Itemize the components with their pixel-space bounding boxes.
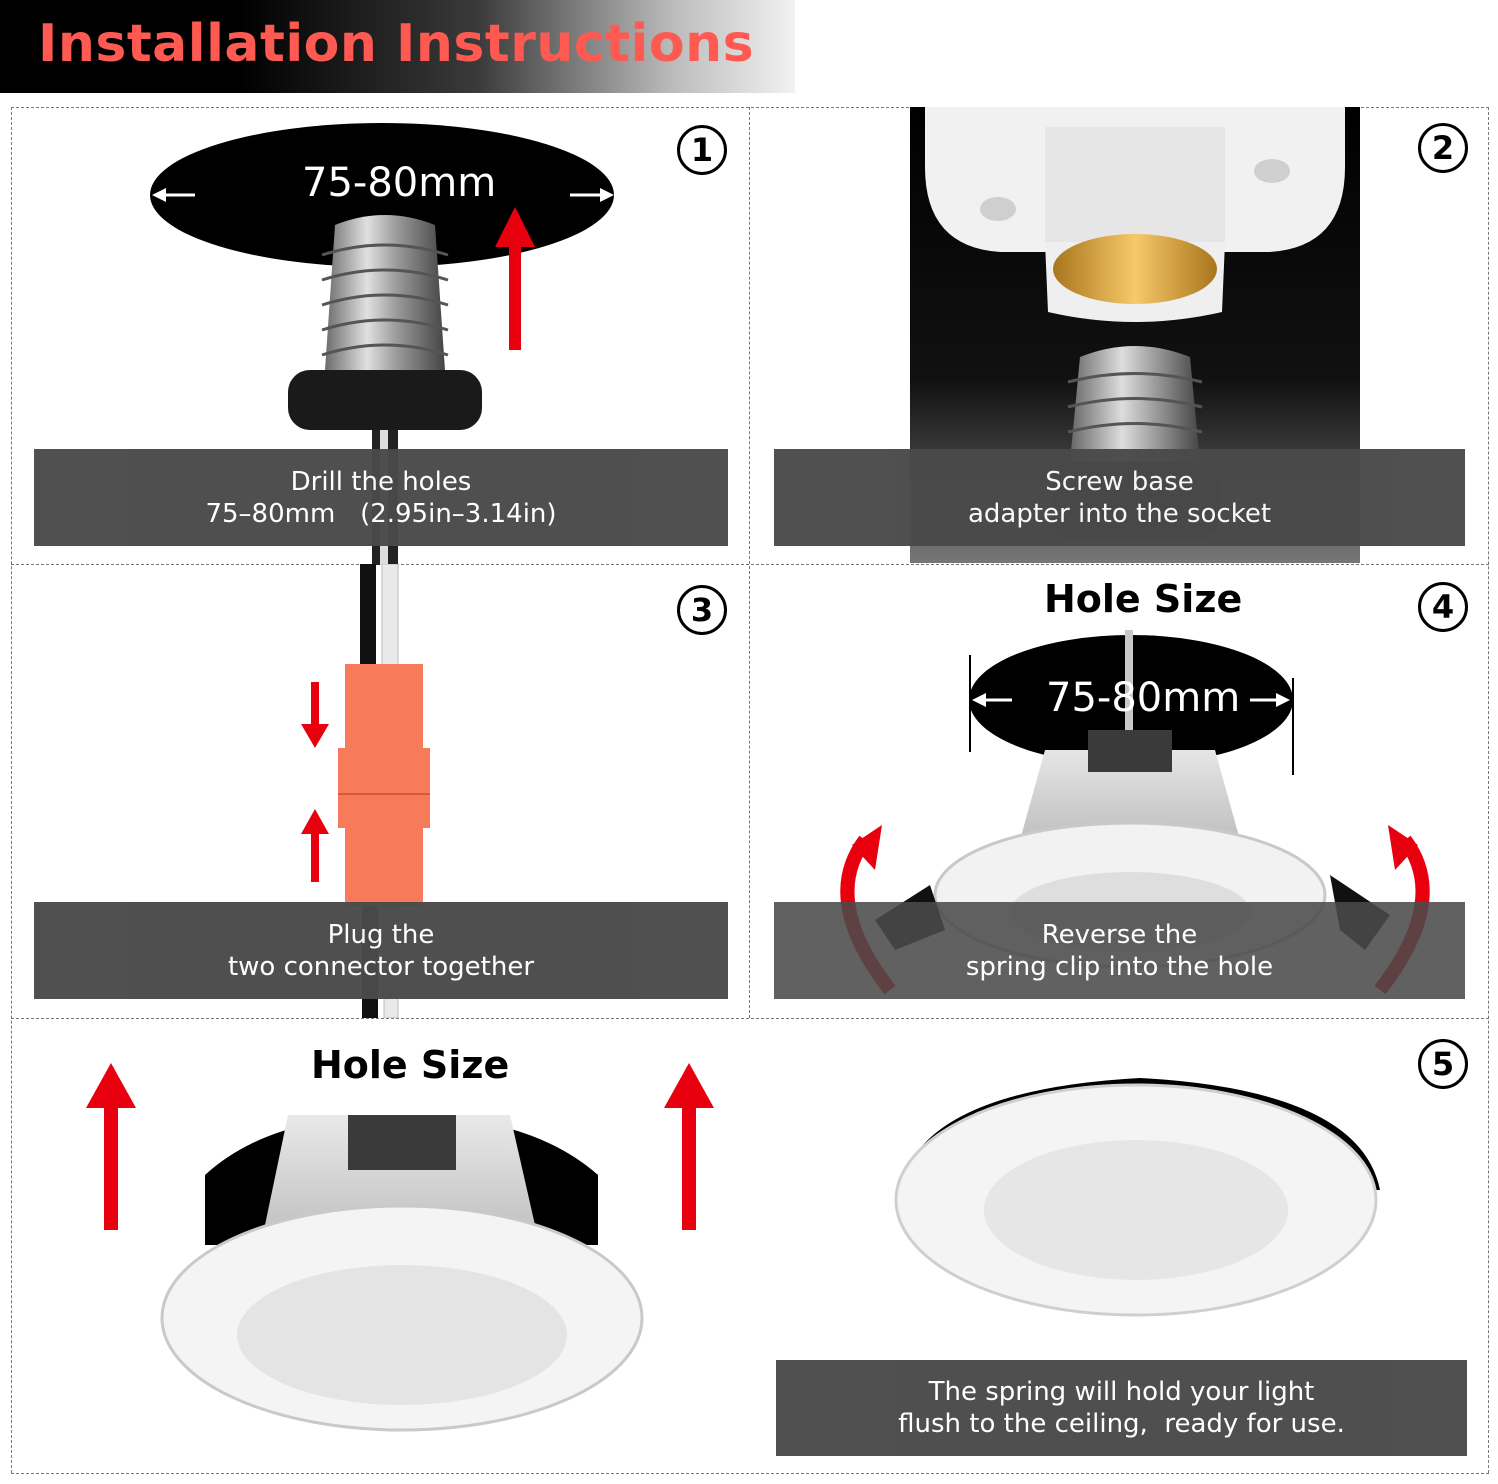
- grid-line: [11, 107, 1489, 108]
- connector-icon: [338, 664, 430, 906]
- socket-icon: [925, 107, 1345, 322]
- step2-number-badge: 2: [1418, 123, 1468, 173]
- red-arrow-up-icon: [495, 207, 535, 350]
- arrow-left-icon: [972, 693, 1012, 707]
- step4-dimension-label: 75-80mm: [1046, 675, 1241, 721]
- step4-caption-line2: spring clip into the hole: [965, 951, 1274, 982]
- header-banner: Installation Instructions: [0, 0, 795, 93]
- step1-number-badge: 1: [677, 125, 727, 175]
- step5-caption-line1: The spring will hold your light: [928, 1377, 1315, 1407]
- step2-caption-line1: Screw base: [1045, 466, 1194, 497]
- arrow-right-icon: [570, 188, 614, 202]
- step5a-title: Hole Size: [311, 1043, 510, 1087]
- step5a-illustration: [86, 1063, 714, 1432]
- step3-caption: Plug the two connector together: [34, 902, 728, 999]
- grid-line: [11, 107, 12, 1473]
- red-arrow-down-icon: [301, 682, 329, 748]
- step1-caption-line1: Drill the holes: [290, 466, 472, 497]
- step2-caption-line2: adapter into the socket: [967, 498, 1272, 529]
- arrow-left-icon: [152, 188, 195, 202]
- red-arrow-up-icon: [86, 1063, 136, 1230]
- grid-line: [1488, 107, 1489, 1473]
- step3-number-badge: 3: [677, 585, 727, 635]
- hole-ellipse: [150, 123, 614, 267]
- step5-caption: The spring will hold your light flush to…: [776, 1360, 1467, 1456]
- step5-illustration: [894, 1078, 1380, 1317]
- step5-number-badge: 5: [1418, 1039, 1468, 1089]
- step2-caption: Screw base adapter into the socket: [774, 449, 1465, 546]
- step1-caption: Drill the holes 75–80mm (2.95in–3.14in): [34, 449, 728, 546]
- step4-caption: Reverse the spring clip into the hole: [774, 902, 1465, 999]
- step1-caption-line2: 75–80mm (2.95in–3.14in): [205, 498, 557, 529]
- step3-caption-line2: two connector together: [227, 951, 535, 982]
- red-arrow-up-icon: [664, 1063, 714, 1230]
- downlight-icon: [894, 1078, 1380, 1317]
- arrow-right-icon: [1250, 693, 1290, 707]
- step1-dimension-label: 75-80mm: [302, 160, 497, 206]
- red-arrow-up-icon: [301, 809, 329, 882]
- grid-line: [11, 1473, 1489, 1474]
- step5-caption-line2: flush to the ceiling, ready for use.: [898, 1409, 1345, 1439]
- grid-line: [11, 564, 1489, 565]
- step4-caption-line1: Reverse the: [1041, 919, 1198, 950]
- grid-line: [749, 107, 750, 1018]
- grid-line: [11, 1018, 1489, 1019]
- page-title: Installation Instructions: [38, 14, 755, 74]
- step4-title: Hole Size: [1044, 577, 1243, 621]
- step3-caption-line1: Plug the: [327, 919, 435, 950]
- step4-number-badge: 4: [1418, 582, 1468, 632]
- downlight-icon: [160, 1115, 644, 1432]
